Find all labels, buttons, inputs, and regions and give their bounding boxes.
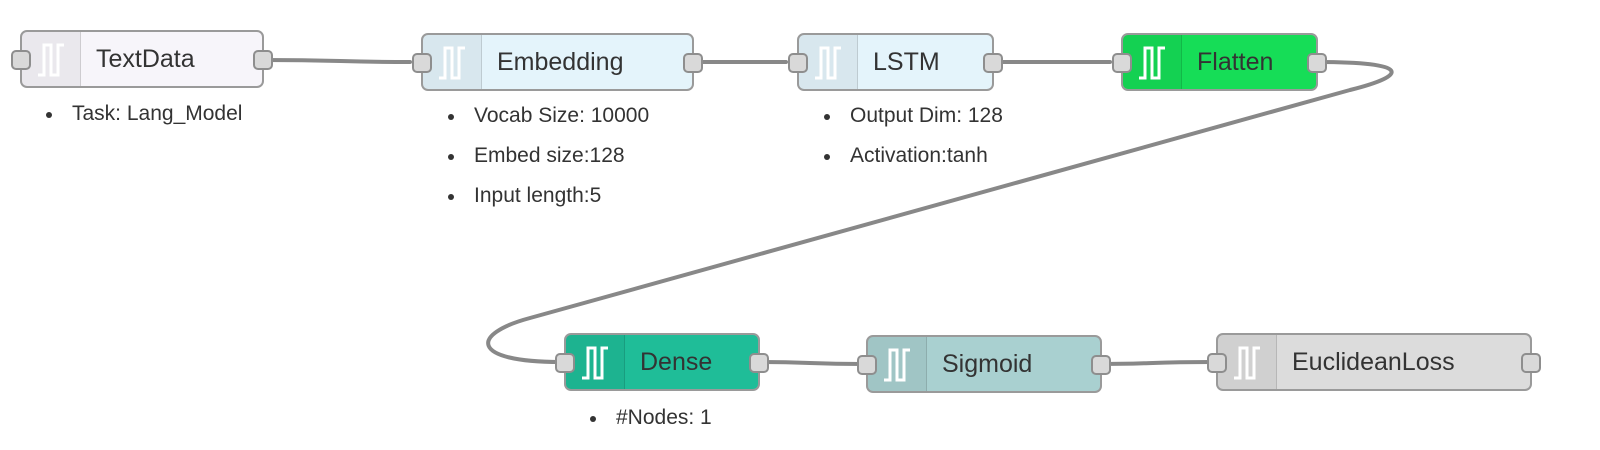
- output-port[interactable]: [683, 53, 703, 73]
- node-properties-lstm: Output Dim: 128 Activation:tanh: [822, 96, 1003, 176]
- input-port[interactable]: [555, 353, 575, 373]
- pulse-wave-icon: [423, 35, 482, 89]
- node-properties-embedding: Vocab Size: 10000 Embed size:128 Input l…: [446, 96, 649, 216]
- pulse-wave-icon: [868, 337, 927, 391]
- output-port[interactable]: [253, 50, 273, 70]
- property-item: Activation:tanh: [822, 136, 1003, 176]
- node-sigmoid[interactable]: Sigmoid: [857, 335, 1111, 393]
- node-label: LSTM: [873, 48, 940, 76]
- pulse-wave-icon: [566, 335, 625, 389]
- property-item: #Nodes: 1: [588, 398, 712, 438]
- node-label: Flatten: [1197, 48, 1274, 76]
- node-lstm[interactable]: LSTM: [788, 33, 1003, 91]
- node-label: EuclideanLoss: [1292, 348, 1455, 376]
- link-dense-sigmoid[interactable]: [758, 360, 864, 366]
- output-port[interactable]: [749, 353, 769, 373]
- node-properties-textdata: Task: Lang_Model: [44, 94, 242, 134]
- link-textdata-embedding[interactable]: [262, 58, 412, 64]
- link-flatten-dense[interactable]: [486, 60, 1394, 364]
- property-item: Embed size:128: [446, 136, 649, 176]
- node-textdata[interactable]: TextData: [11, 30, 273, 88]
- node-label: Dense: [640, 348, 713, 376]
- node-flatten[interactable]: Flatten: [1112, 33, 1327, 91]
- pulse-wave-icon: [1123, 35, 1182, 89]
- pulse-wave-icon: [22, 32, 81, 86]
- node-label: Sigmoid: [942, 350, 1033, 378]
- node-label: TextData: [96, 45, 195, 73]
- link-sigmoid-euclideanloss[interactable]: [1100, 360, 1214, 366]
- node-label: Embedding: [497, 48, 624, 76]
- input-port[interactable]: [412, 53, 432, 73]
- output-port[interactable]: [983, 53, 1003, 73]
- pulse-wave-icon: [1218, 335, 1277, 389]
- input-port[interactable]: [11, 50, 31, 70]
- output-port[interactable]: [1091, 355, 1111, 375]
- pulse-wave-icon: [799, 35, 858, 89]
- node-euclideanloss[interactable]: EuclideanLoss: [1207, 333, 1541, 391]
- input-port[interactable]: [788, 53, 808, 73]
- property-item: Input length:5: [446, 176, 649, 216]
- input-port[interactable]: [1207, 353, 1227, 373]
- output-port[interactable]: [1307, 53, 1327, 73]
- input-port[interactable]: [1112, 53, 1132, 73]
- property-item: Vocab Size: 10000: [446, 96, 649, 136]
- property-item: Task: Lang_Model: [44, 94, 242, 134]
- node-embedding[interactable]: Embedding: [412, 33, 703, 91]
- output-port[interactable]: [1521, 353, 1541, 373]
- node-properties-dense: #Nodes: 1: [588, 398, 712, 438]
- input-port[interactable]: [857, 355, 877, 375]
- property-item: Output Dim: 128: [822, 96, 1003, 136]
- node-dense[interactable]: Dense: [555, 333, 769, 391]
